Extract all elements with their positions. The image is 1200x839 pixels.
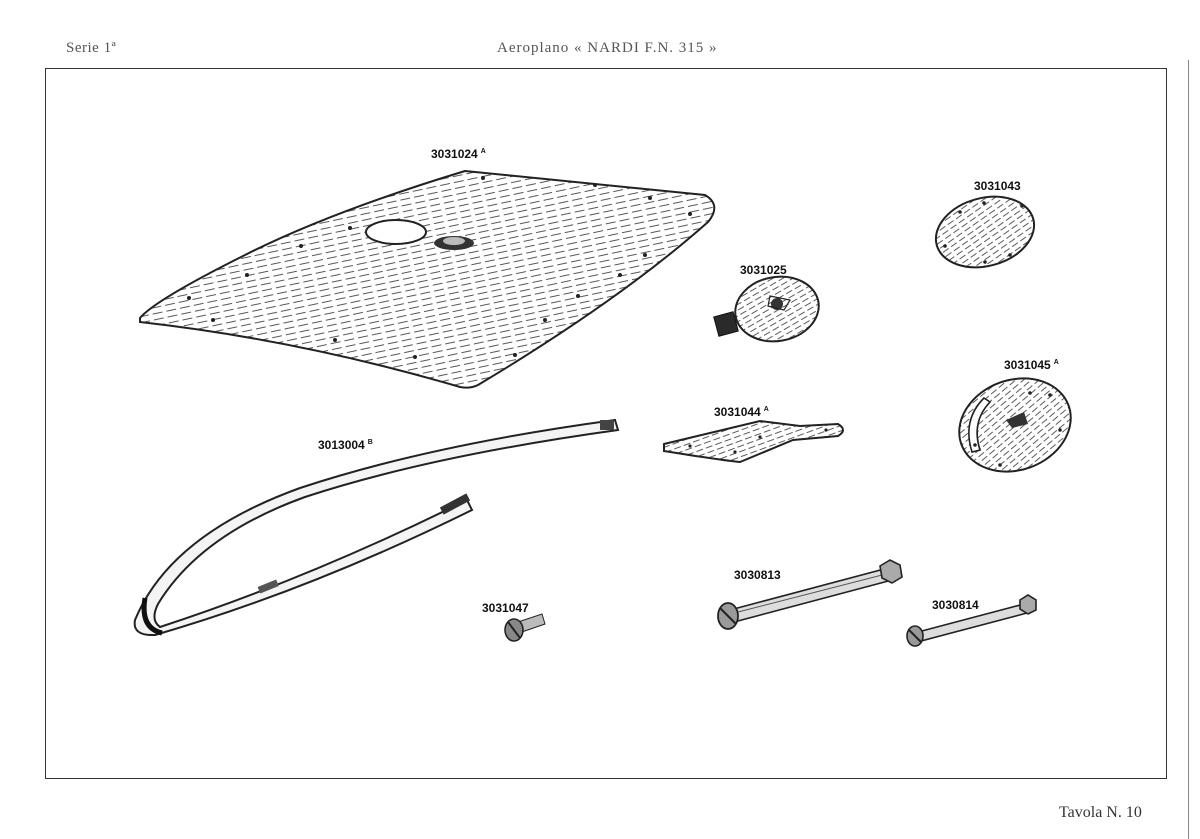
bolt-3030813	[717, 559, 903, 630]
plate-number: Tavola N. 10	[1059, 804, 1142, 821]
page-edge-line	[1188, 60, 1189, 839]
drawing-frame	[45, 68, 1167, 779]
part-label-3031025: 3031025	[740, 263, 787, 277]
series-label: Serie 1ª	[66, 40, 117, 56]
part-label-3030814: 3030814	[932, 598, 979, 612]
panel-3031024	[139, 169, 716, 389]
screw-3031047	[504, 613, 546, 642]
part-label-3031047: 3031047	[482, 601, 529, 615]
bolt-3030814	[906, 594, 1037, 647]
disk-3031045	[958, 377, 1072, 473]
part-label-3030813: 3030813	[734, 568, 781, 582]
strip-3013004	[133, 418, 620, 637]
plate-3031044	[663, 419, 844, 464]
page-title: Aeroplano « NARDI F.N. 315 »	[497, 40, 718, 56]
disk-3031025	[713, 275, 820, 343]
plate-3031043	[934, 195, 1036, 269]
part-label-3031043: 3031043	[974, 179, 1021, 193]
